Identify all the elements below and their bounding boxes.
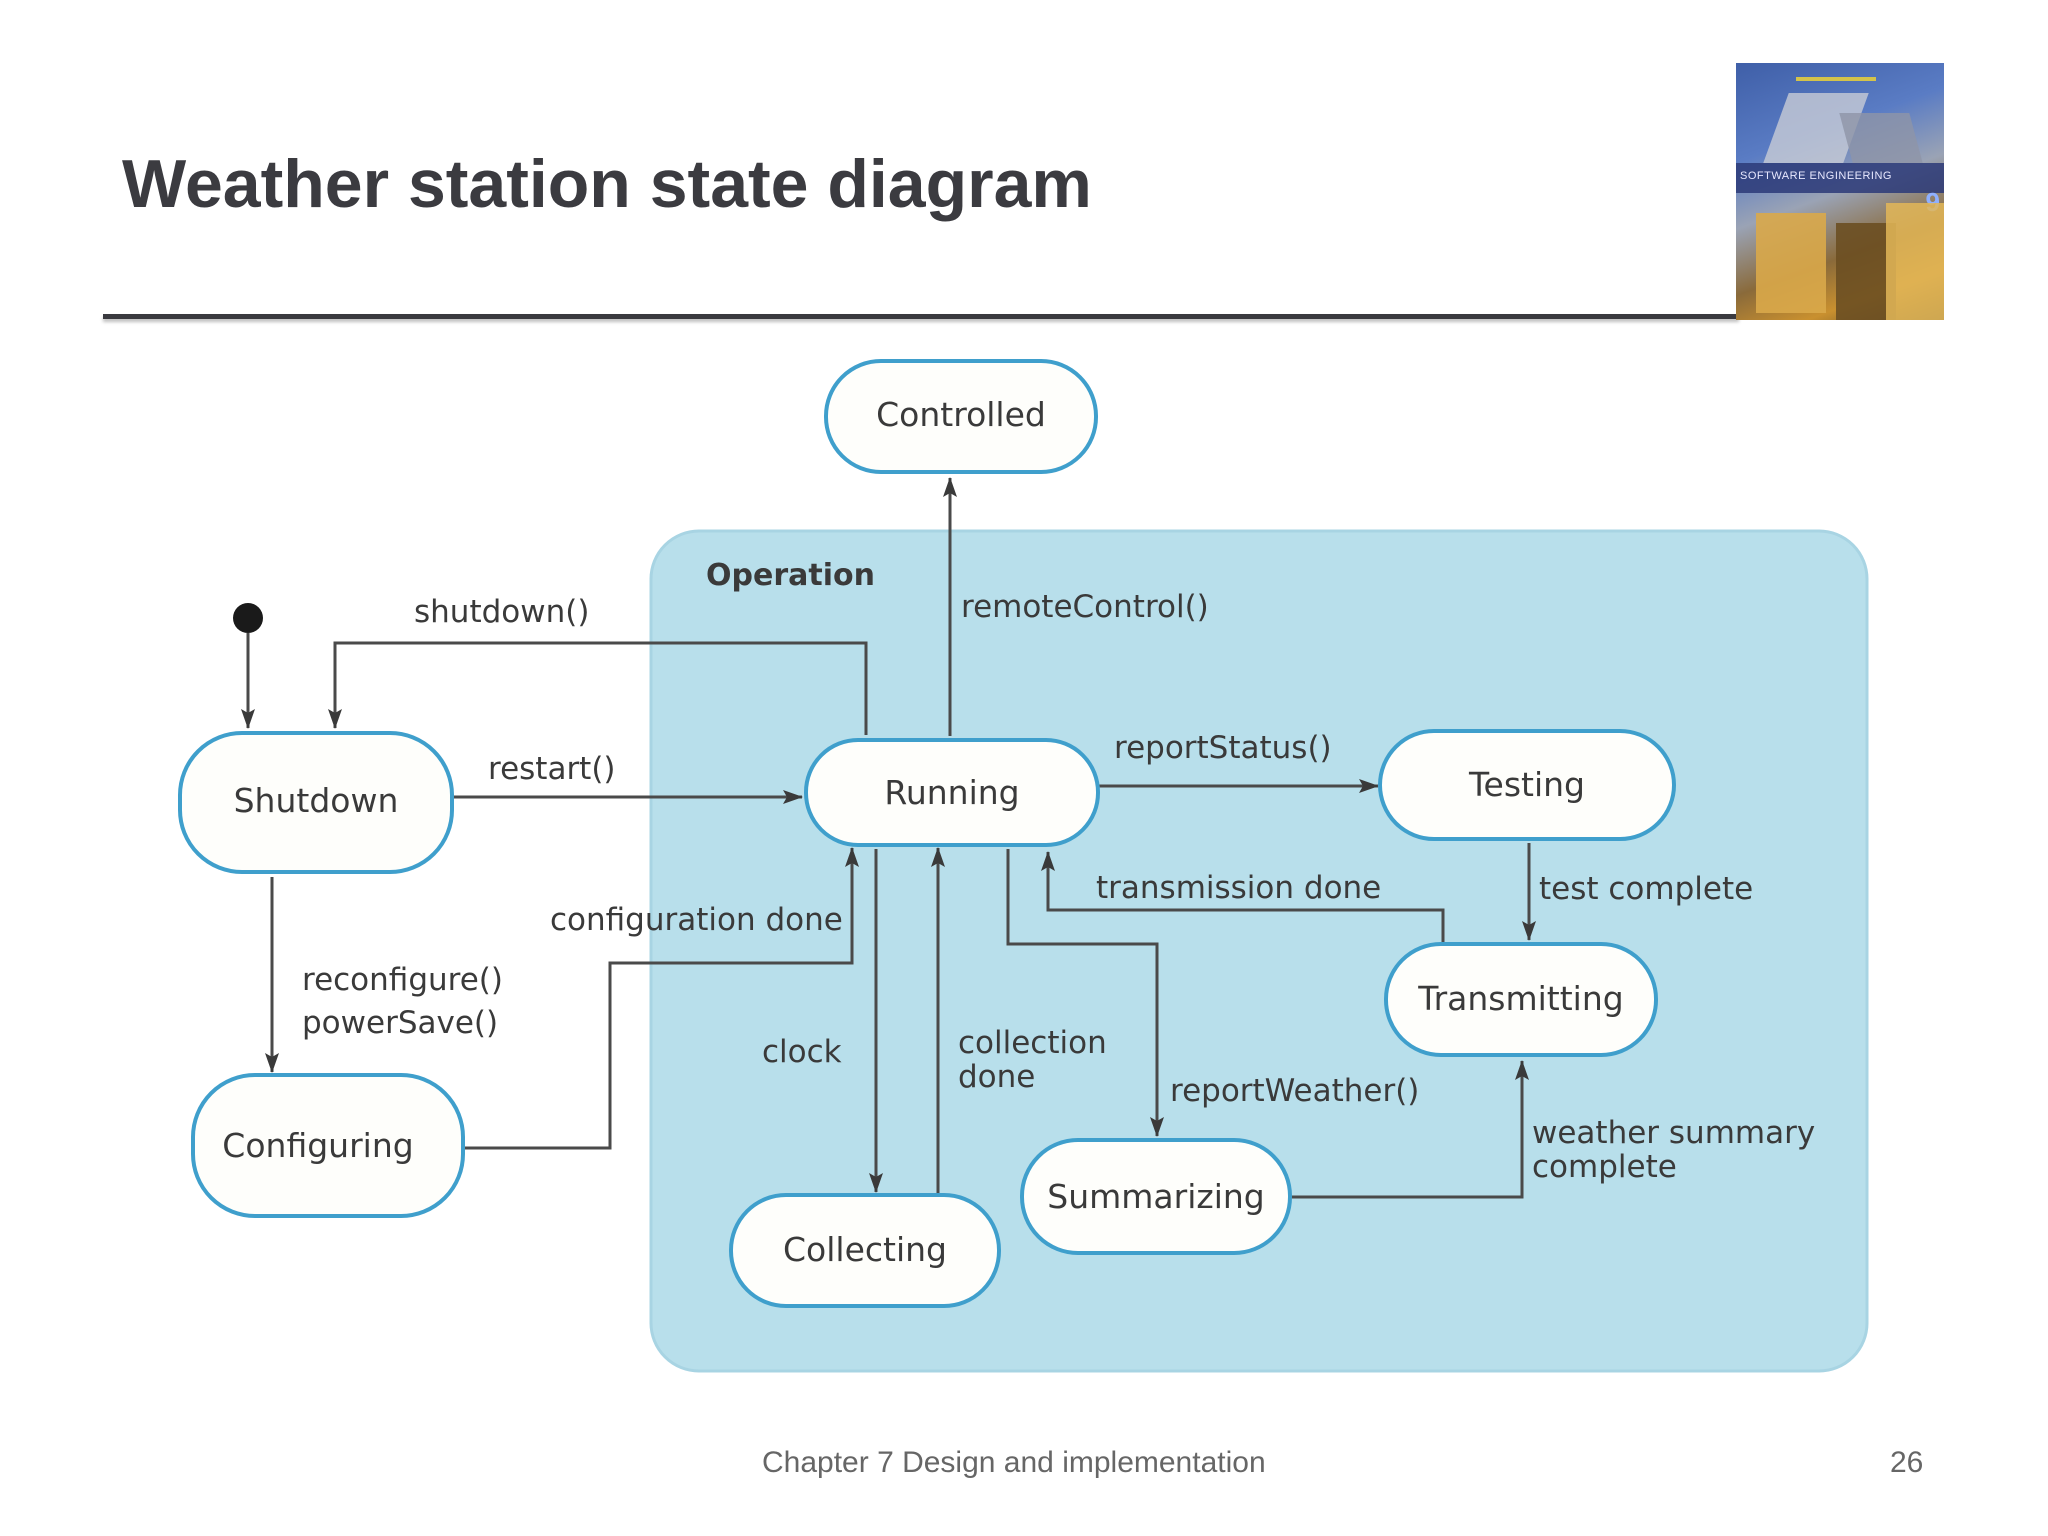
transition-label-done: done [958, 1059, 1035, 1095]
footer-page-number: 26 [1890, 1446, 1924, 1479]
transition-label-clock: clock [762, 1034, 842, 1070]
edge-transmitting-to-running [1041, 851, 1445, 943]
transition-label-restart: restart() [488, 751, 616, 787]
transition-label-complete: complete [1532, 1149, 1677, 1185]
state-shutdown-label: Shutdown [234, 781, 399, 820]
state-collecting-label: Collecting [783, 1230, 947, 1269]
transition-label-collection: collection [958, 1025, 1107, 1061]
transition-label-shutdown: shutdown() [414, 594, 589, 630]
edge-configuring-to-running [463, 847, 859, 1150]
transition-label-configuration-done: configuration done [550, 902, 843, 938]
transition-label-power-save: powerSave() [302, 1005, 498, 1041]
state-testing [1378, 729, 1676, 841]
cover-band [1736, 163, 1944, 193]
state-running-label: Running [884, 773, 1019, 812]
transition-label-reconfigure: reconfigure() [302, 962, 503, 998]
state-controlled-label: Controlled [876, 395, 1046, 434]
state-transmitting [1384, 942, 1658, 1057]
state-collecting [729, 1193, 1001, 1308]
book-cover-image: SOFTWARE ENGINEERING 9 [1736, 63, 1944, 320]
state-configuring [191, 1073, 465, 1218]
operation-region-label: Operation [706, 558, 875, 593]
transition-label-test-complete: test complete [1539, 871, 1753, 907]
state-transmitting-label: Transmitting [1417, 979, 1623, 1018]
transition-label-weather-summary: weather summary [1532, 1115, 1815, 1151]
transition-label-transmission-done: transmission done [1096, 870, 1381, 906]
cover-shape [1756, 213, 1826, 313]
initial-state-dot [233, 603, 263, 633]
state-testing-label: Testing [1468, 765, 1585, 804]
state-configuring-label: Configuring [222, 1126, 413, 1165]
slide-title: Weather station state diagram [122, 146, 1092, 222]
transition-label-report-weather: reportWeather() [1170, 1073, 1419, 1109]
transition-label-report-status: reportStatus() [1114, 730, 1332, 766]
edge-running-to-shutdown [328, 641, 868, 735]
edge-summarizing-to-transmitting [1292, 1060, 1529, 1199]
state-summarizing [1020, 1138, 1292, 1255]
cover-topline [1796, 77, 1876, 81]
title-rule [103, 314, 1739, 319]
state-controlled [824, 359, 1098, 474]
state-running [804, 738, 1100, 847]
state-shutdown [178, 731, 454, 874]
cover-title: SOFTWARE ENGINEERING [1740, 170, 1892, 182]
cover-shape [1886, 203, 1944, 320]
state-summarizing-label: Summarizing [1047, 1177, 1264, 1216]
edge-running-to-summarizing [1006, 849, 1164, 1137]
transition-label-remote-control: remoteControl() [961, 589, 1209, 625]
footer-chapter: Chapter 7 Design and implementation [762, 1446, 1266, 1479]
